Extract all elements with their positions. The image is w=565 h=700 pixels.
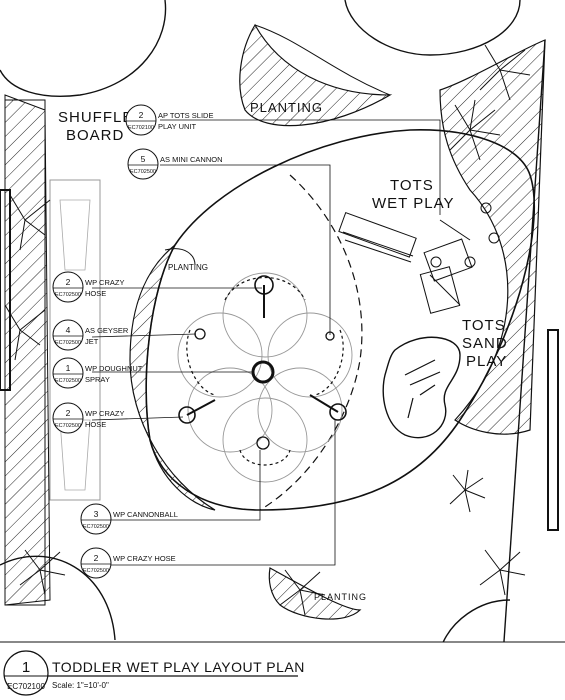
svg-text:WP CRAZY HOSE: WP CRAZY HOSE: [113, 554, 176, 563]
leader-lines: [91, 119, 441, 566]
tots-sand-play-label: TOTS: [462, 317, 506, 334]
svg-text:AS GEYSER: AS GEYSER: [85, 326, 129, 335]
planting-bed-top: [239, 23, 393, 127]
svg-text:2: 2: [94, 553, 99, 563]
sand-play-area: [382, 336, 461, 439]
svg-text:WP CRAZY: WP CRAZY: [85, 278, 124, 287]
planting-bed-left-strip: [4, 94, 51, 606]
planting-bed-bottom: [268, 567, 362, 620]
sheet-number: EC702100: [7, 682, 45, 691]
shuffle-board-label-line2: BOARD: [66, 127, 124, 144]
spray-pattern: [177, 272, 353, 483]
svg-text:HOSE: HOSE: [85, 420, 106, 429]
svg-text:PLAY UNIT: PLAY UNIT: [158, 122, 196, 131]
svg-text:3: 3: [94, 509, 99, 519]
planting-label-bottom: PLANTING: [314, 592, 367, 602]
svg-text:2: 2: [66, 277, 71, 287]
svg-text:AP TOTS SLIDE: AP TOTS SLIDE: [158, 111, 213, 120]
crazy-hose-left: [178, 406, 196, 424]
callout-mini-cannon: 5 EC702500 AS MINI CANNON: [127, 148, 223, 180]
drawing-title: TODDLER WET PLAY LAYOUT PLAN: [52, 659, 305, 675]
top-center-circle: [344, 0, 521, 56]
svg-text:2: 2: [139, 110, 144, 120]
svg-text:EC702500: EC702500: [55, 340, 81, 346]
svg-text:EC702500: EC702500: [130, 169, 156, 175]
shuffle-board: [49, 179, 101, 501]
svg-text:WP DOUGHNUT: WP DOUGHNUT: [85, 364, 143, 373]
cannonball: [256, 436, 270, 450]
drawing-scale: Scale: 1"=10'-0": [52, 681, 109, 690]
callout-crazy-hose-3: 2 EC702500 WP CRAZY HOSE: [80, 547, 176, 579]
svg-text:WP CANNONBALL: WP CANNONBALL: [113, 510, 178, 519]
tots-wet-play-label-line2: WET PLAY: [372, 195, 454, 212]
svg-text:WP CRAZY: WP CRAZY: [85, 409, 124, 418]
crazy-hose-right: [329, 403, 347, 421]
svg-text:SPRAY: SPRAY: [85, 375, 110, 384]
callout-crazy-hose-1: 2 EC702500 WP CRAZY HOSE: [52, 271, 124, 303]
callout-doughnut-spray: 1 EC702500 WP DOUGHNUT SPRAY: [52, 357, 143, 389]
svg-text:AS MINI CANNON: AS MINI CANNON: [160, 155, 223, 164]
svg-text:EC702500: EC702500: [83, 524, 109, 530]
title-block-frame: [0, 642, 565, 700]
doughnut-spray: [251, 360, 275, 384]
callout-crazy-hose-2: 2 EC702500 WP CRAZY HOSE: [52, 402, 124, 434]
svg-text:HOSE: HOSE: [85, 289, 106, 298]
tots-sand-play-label-line2: SAND: [462, 335, 508, 352]
svg-text:EC702100: EC702100: [128, 125, 154, 131]
bottom-right-circle: [439, 599, 511, 651]
svg-text:EC702500: EC702500: [55, 378, 81, 384]
title-block: 1 EC702100 TODDLER WET PLAY LAYOUT PLAN …: [3, 650, 305, 696]
geyser-jet: [194, 328, 206, 340]
bottom-left-circle: [0, 555, 116, 641]
slide-play-unit: [338, 202, 500, 314]
svg-text:EC702500: EC702500: [83, 568, 109, 574]
zone-divider: [259, 174, 363, 511]
drawing-number: 1: [22, 659, 30, 676]
callout-cannonball: 3 EC702500 WP CANNONBALL: [80, 503, 178, 535]
planting-label-top: PLANTING: [250, 100, 323, 115]
tots-wet-play-label: TOTS: [390, 177, 434, 194]
callout-slide: 2 EC702100 AP TOTS SLIDE PLAY UNIT: [125, 104, 213, 136]
svg-text:2: 2: [66, 408, 71, 418]
svg-text:EC702500: EC702500: [55, 423, 81, 429]
shuffle-board-label: SHUFFLE: [58, 109, 133, 126]
svg-text:5: 5: [141, 154, 146, 164]
svg-text:EC702500: EC702500: [55, 292, 81, 298]
building-edge-right: [547, 329, 559, 531]
planting-label-left: PLANTING: [168, 263, 208, 272]
planting-bed-left: [129, 244, 216, 511]
svg-text:1: 1: [66, 363, 71, 373]
svg-text:4: 4: [66, 325, 71, 335]
tots-sand-play-label-line3: PLAY: [466, 353, 507, 370]
callout-geyser-jet: 4 EC702500 AS GEYSER JET: [52, 319, 129, 351]
palm-trees: [4, 44, 531, 616]
planting-bed-right: [439, 39, 546, 435]
top-left-circle: [0, 0, 167, 97]
svg-text:JET: JET: [85, 337, 99, 346]
